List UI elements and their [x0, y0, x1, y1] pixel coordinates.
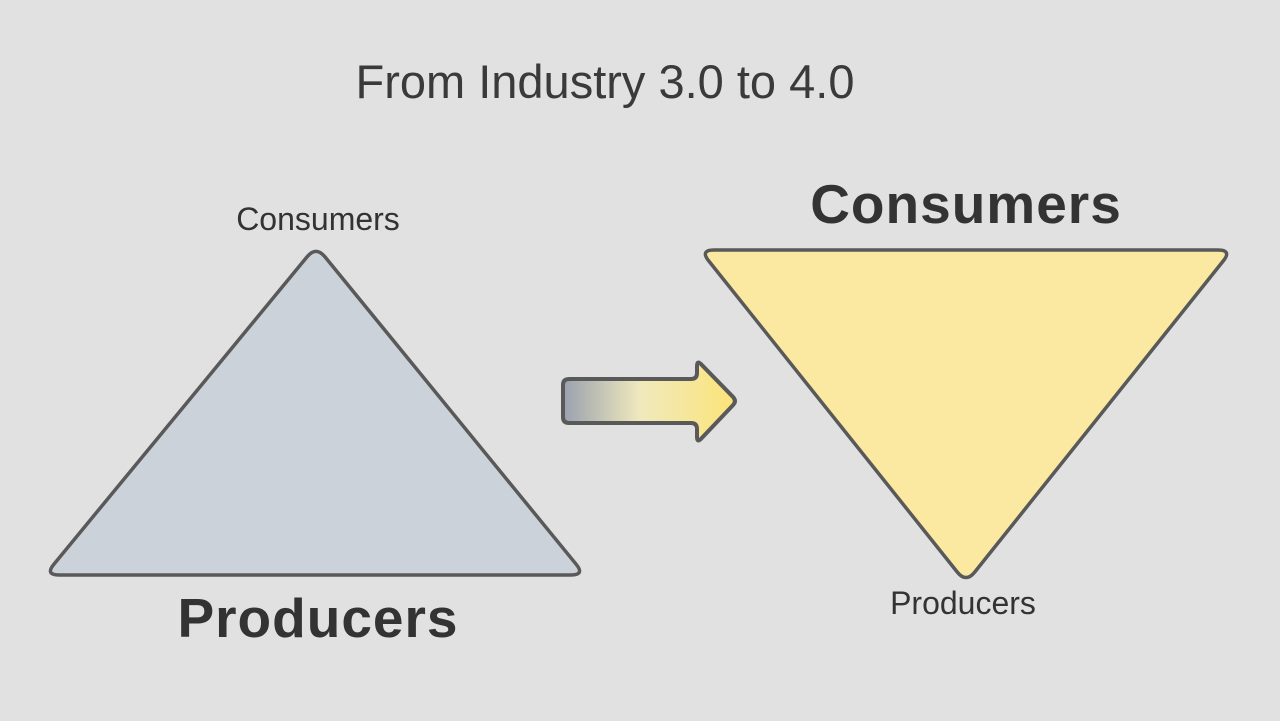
left-pyramid-producers-label: Producers: [177, 587, 459, 649]
transition-arrow: [561, 360, 737, 443]
right-pyramid-triangle: [703, 248, 1229, 580]
left-pyramid-triangle: [48, 249, 582, 577]
slide-title: From Industry 3.0 to 4.0: [355, 55, 855, 108]
right-pyramid-producers-label: Producers: [890, 585, 1036, 621]
right-pyramid-consumers-label: Consumers: [810, 173, 1122, 235]
left-pyramid-consumers-label: Consumers: [236, 201, 400, 237]
